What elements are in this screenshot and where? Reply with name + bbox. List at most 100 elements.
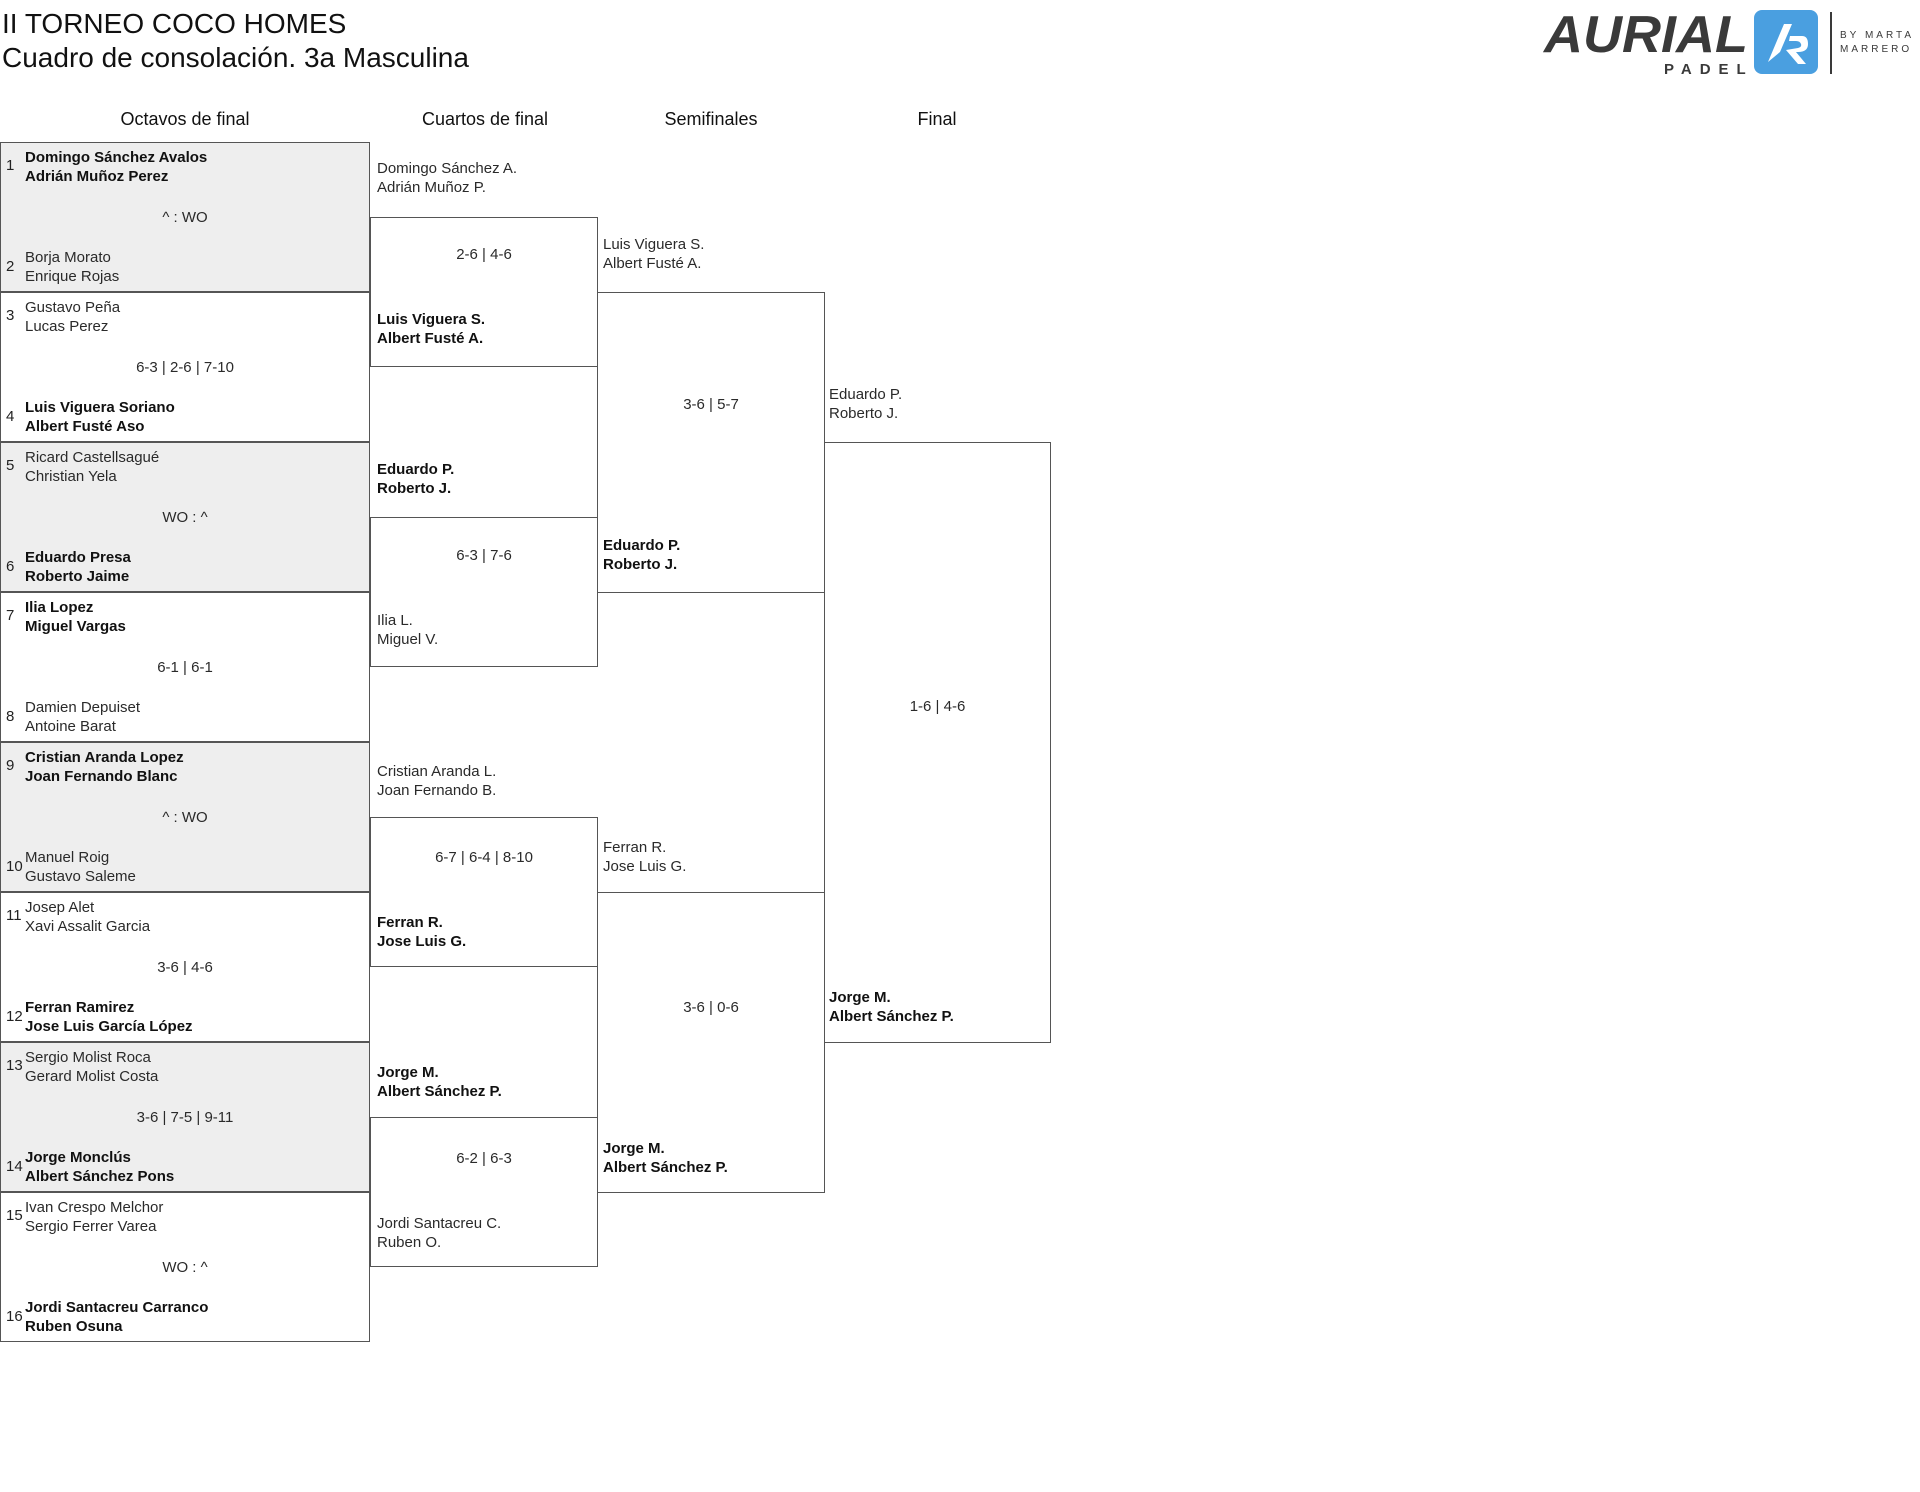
seed-number: 9 [6,757,15,774]
player: Ivan Crespo Melchor [25,1199,164,1216]
qf3-score: 6-7 | 6-4 | 8-10 [435,849,533,866]
seed-number: 2 [6,258,15,275]
seed-number: 1 [6,157,15,174]
player: Adrián Muñoz Perez [25,168,169,185]
logo-mark-icon [1754,10,1818,74]
logo-byline-1: BY MARTA [1840,30,1914,41]
player: Ruben Osuna [25,1318,123,1335]
player: Jordi Santacreu C. [377,1215,502,1232]
round-header-semifinales: Semifinales [664,109,758,129]
round-header-final: Final [917,109,957,129]
seed-number: 4 [6,408,15,425]
player: Sergio Molist Roca [25,1049,151,1066]
player: Josep Alet [25,899,95,916]
player: Ruben O. [377,1234,442,1251]
player: Luis Viguera S. [377,311,486,328]
player: Antoine Barat [25,718,116,735]
player: Roberto J. [377,480,452,497]
player: Ricard Castellsagué [25,449,160,466]
player: Christian Yela [25,468,117,485]
seed-number: 10 [6,858,23,875]
player: Joan Fernando Blanc [25,768,178,785]
match-score: 6-3 | 2-6 | 7-10 [136,359,234,376]
seed-number: 6 [6,558,15,575]
page-subtitle: Cuadro de consolación. 3a Masculina [2,42,469,73]
logo-subtitle: PADEL [1664,61,1754,78]
player: Jordi Santacreu Carranco [25,1299,209,1316]
player: Roberto Jaime [25,568,130,585]
qf1-team-top: Domingo Sánchez A.Adrián Muñoz P. [377,159,517,197]
seed-number: 7 [6,607,15,624]
seed-number: 11 [6,907,22,924]
player: Lucas Perez [25,318,109,335]
seed-number: 14 [6,1158,23,1175]
seed-number: 3 [6,307,15,324]
player: Sergio Ferrer Varea [25,1218,157,1235]
seed-number: 8 [6,708,15,725]
player: Jorge M. [603,1140,665,1157]
qf-connector-4 [370,1117,598,1267]
sf1-team-top: Luis Viguera S. Albert Fusté A. [603,235,704,273]
player: Cristian Aranda Lopez [25,749,184,766]
player: Albert Fusté A. [603,255,702,272]
match-score: 3-6 | 4-6 [157,959,213,976]
aurial-padel-logo: AURIAL PADEL BY MARTA MARRERO [1542,6,1914,78]
qf-connector-3 [370,817,598,967]
player: Enrique Rojas [25,268,120,285]
player: Domingo Sánchez Avalos [25,149,208,166]
player: Eduardo Presa [25,549,131,566]
player: Manuel Roig [25,849,110,866]
player: Ferran R. [603,839,667,856]
player: Eduardo P. [829,386,903,403]
page-title: II TORNEO COCO HOMES [2,8,347,39]
player: Luis Viguera S. [603,236,705,253]
qf2-score: 6-3 | 7-6 [456,547,512,564]
player: Jorge Monclús [25,1149,131,1166]
qf3-team-bottom: Ferran R.Jose Luis G. [377,913,466,951]
qf4-team-top: Jorge M.Albert Sánchez P. [377,1063,502,1101]
player: Joan Fernando B. [377,782,497,799]
qf2-team-bottom: Ilia L.Miguel V. [377,611,438,649]
final-connector [824,442,1051,1043]
player: Xavi Assalit Garcia [25,918,151,935]
match-score: 6-1 | 6-1 [157,659,213,676]
player: Albert Fusté A. [377,330,484,347]
player: Gerard Molist Costa [25,1068,159,1085]
qf3-team-top: Cristian Aranda L.Joan Fernando B. [377,762,496,800]
player: Miguel Vargas [25,618,126,635]
player: Ilia Lopez [25,599,94,616]
sf-connector-1 [597,292,825,593]
match-score: WO : ^ [162,509,208,526]
player: Albert Sánchez P. [377,1083,502,1100]
match-score: ^ : WO [162,809,208,826]
round-header-octavos: Octavos de final [120,109,250,129]
seed-number: 13 [6,1057,23,1074]
seed-number: 5 [6,457,15,474]
sf2-team-bottom: Jorge M.Albert Sánchez P. [603,1139,728,1177]
player: Albert Sánchez P. [829,1008,954,1025]
logo-byline-2: MARRERO [1840,44,1912,55]
qf-connector-1 [370,217,598,367]
qf4-team-bottom: Jordi Santacreu C. Ruben O. [377,1214,501,1252]
seed-number: 12 [6,1008,23,1025]
player: Gustavo Saleme [25,868,136,885]
player: Borja Morato [25,249,111,266]
match-score: WO : ^ [162,1259,208,1276]
